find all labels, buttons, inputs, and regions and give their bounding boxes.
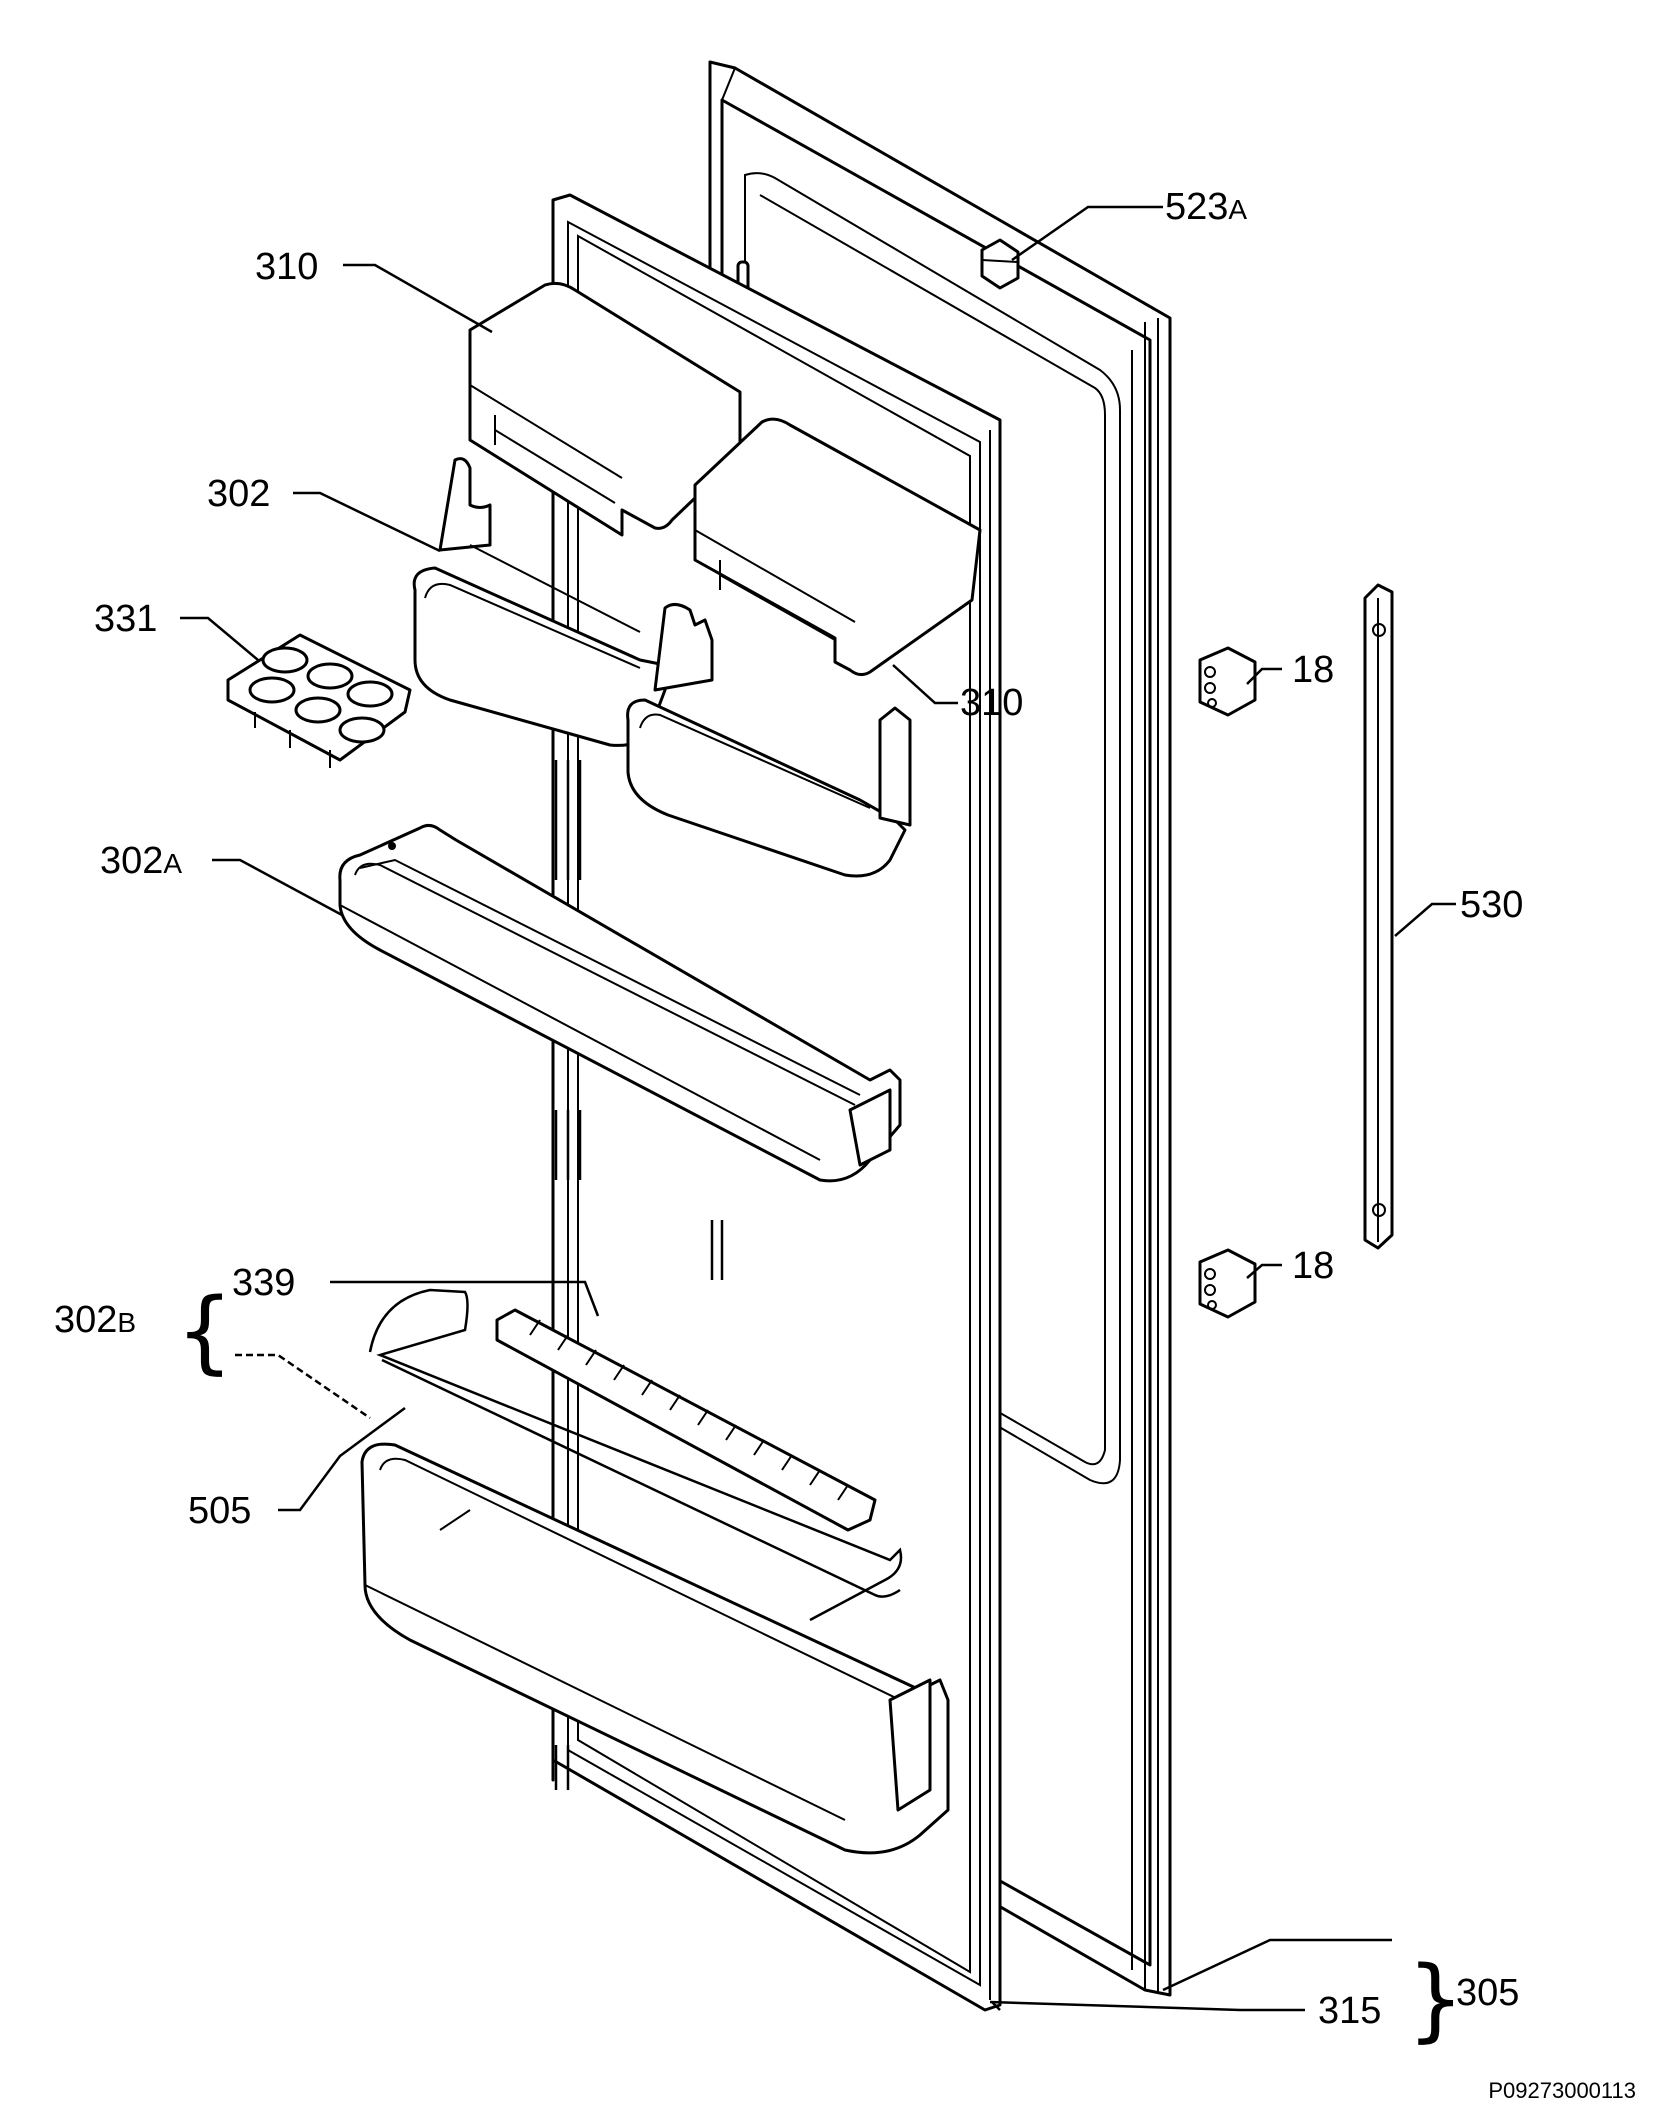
egg-tray-331 xyxy=(226,633,412,768)
label-315: 315 xyxy=(1318,1990,1381,2032)
label-339: 339 xyxy=(232,1262,295,1304)
leader-lines xyxy=(180,205,1456,2012)
label-18-top: 18 xyxy=(1292,649,1334,691)
label-302b: 302B xyxy=(54,1299,136,1341)
spacer-18-bottom xyxy=(1198,1248,1257,1319)
label-302a: 302A xyxy=(100,840,182,882)
label-302: 302 xyxy=(207,473,270,515)
label-18-bottom: 18 xyxy=(1292,1245,1334,1287)
label-331: 331 xyxy=(94,598,157,640)
clip-523a xyxy=(980,238,1020,290)
door-shelf-302a xyxy=(338,823,902,1183)
reference-code: P09273000113 xyxy=(1488,2078,1636,2103)
door-shelf-302-right xyxy=(626,603,912,878)
liner-rails xyxy=(554,760,724,1790)
label-505: 505 xyxy=(188,1490,251,1532)
brace-305: } xyxy=(1407,1947,1464,2052)
label-310-right: 310 xyxy=(960,682,1023,724)
handle-530 xyxy=(1363,583,1394,1250)
label-305: 305 xyxy=(1456,1972,1519,2014)
brace-302b: { xyxy=(176,1279,233,1384)
upper-box-310-right xyxy=(693,417,982,677)
label-523a: 523A xyxy=(1165,186,1247,228)
spacer-18-top xyxy=(1198,646,1257,717)
rail-339 xyxy=(495,1308,877,1532)
wire-support-505 xyxy=(368,1288,903,1622)
label-310-top: 310 xyxy=(255,246,318,288)
bottle-shelf-302b xyxy=(360,1442,950,1855)
upper-box-310-left xyxy=(468,281,742,537)
label-530: 530 xyxy=(1460,884,1523,926)
